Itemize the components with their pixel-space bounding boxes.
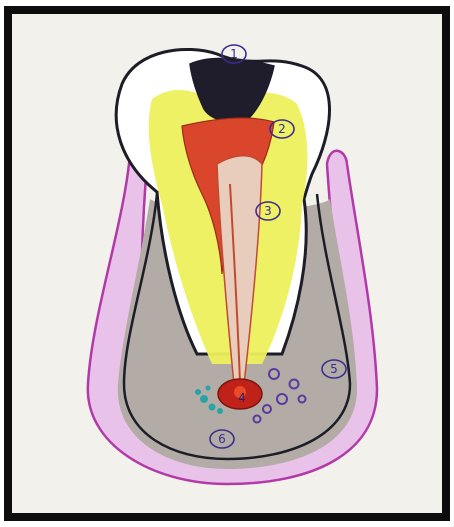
svg-text:6: 6 (218, 432, 226, 446)
diagram-frame: 1 2 3 4 5 6 (4, 6, 450, 521)
marker-teal-2 (209, 404, 216, 411)
svg-text:3: 3 (264, 204, 272, 218)
svg-text:1: 1 (230, 47, 238, 61)
svg-text:5: 5 (330, 362, 338, 376)
marker-teal-4 (217, 408, 223, 414)
marker-teal-1 (200, 395, 208, 403)
label-1: 1 (222, 45, 246, 63)
marker-teal-3 (195, 389, 201, 395)
tooth-diagram: 1 2 3 4 5 6 (12, 14, 442, 513)
label-4: 4 (238, 391, 246, 405)
svg-text:4: 4 (238, 391, 246, 405)
marker-teal-5 (206, 386, 211, 391)
svg-text:2: 2 (278, 122, 286, 136)
